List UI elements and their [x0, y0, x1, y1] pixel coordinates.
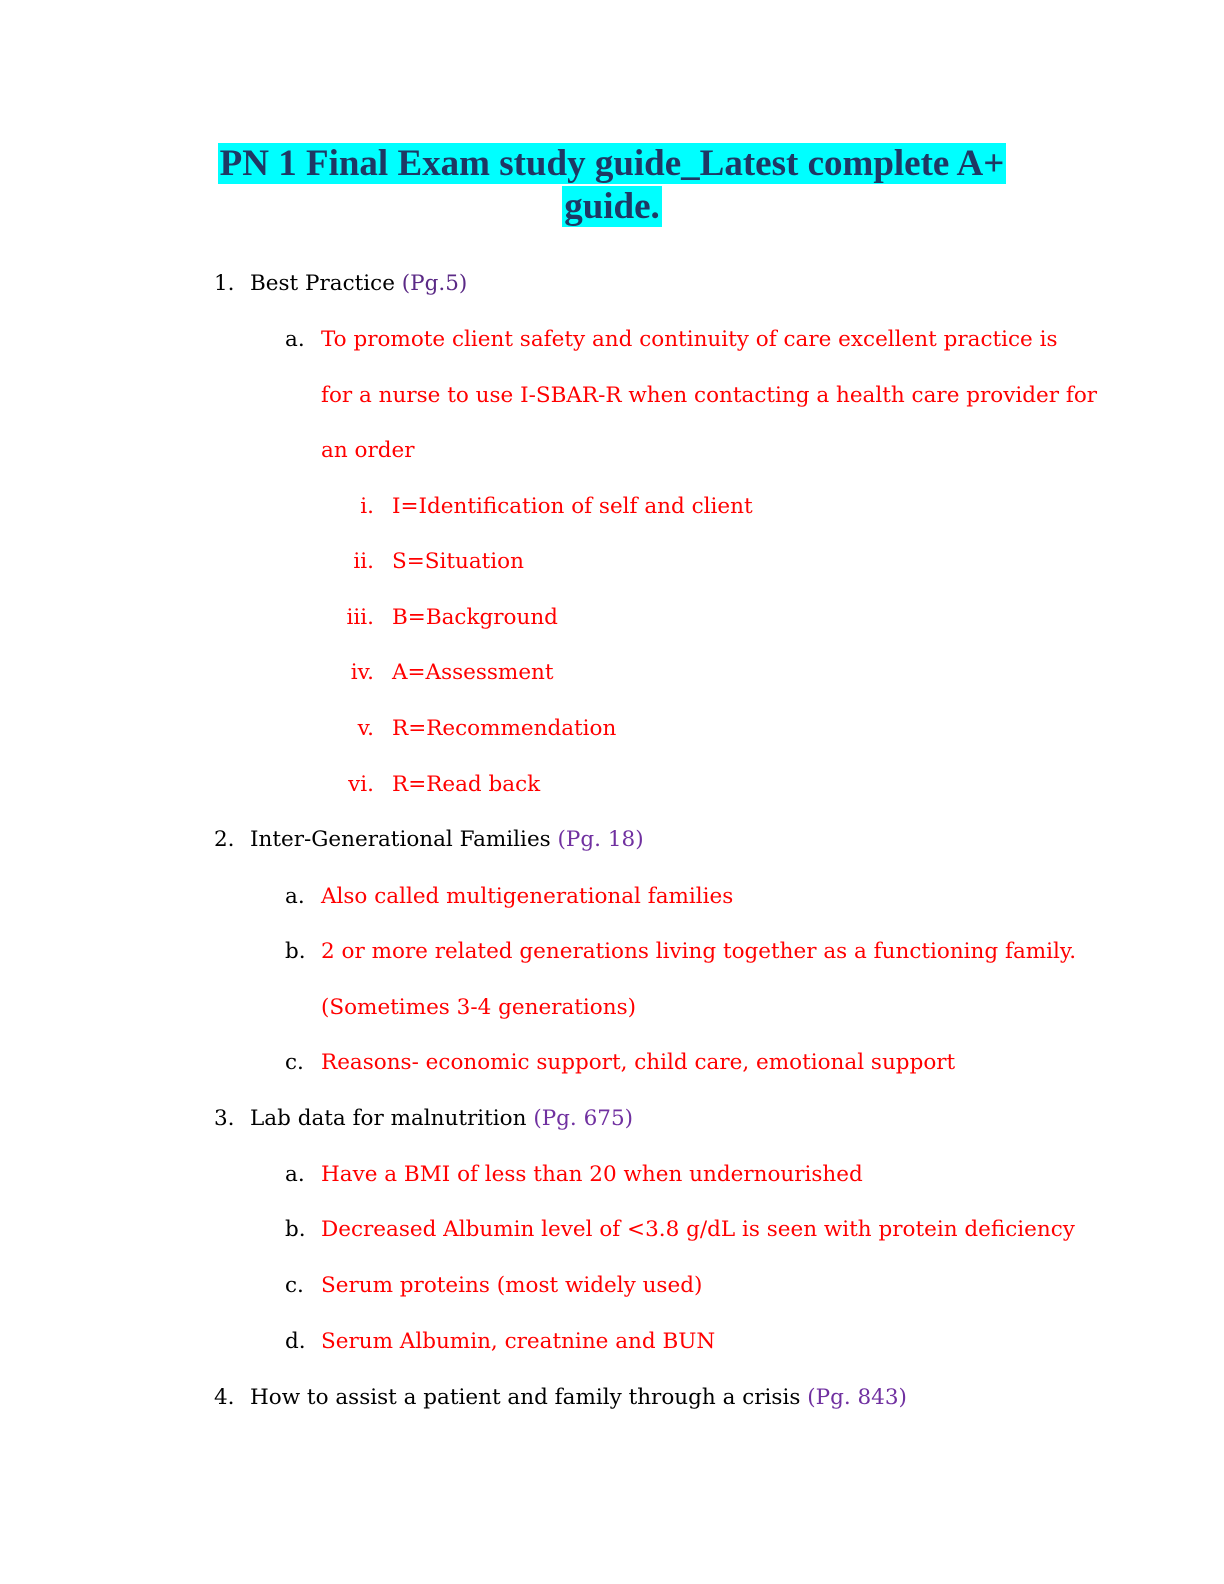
sub-item-text: Decreased Albumin level of <3.8 g/dL is …: [321, 1217, 1075, 1242]
sub-item-text: Serum Albumin, creatnine and BUN: [321, 1329, 716, 1354]
page-reference: (Pg. 18): [557, 827, 644, 852]
sub-item-text: To promote client safety and continuity …: [321, 327, 1058, 352]
sub-item-text: Serum proteins (most widely used): [321, 1273, 703, 1298]
sub-item-label: b.: [285, 939, 306, 964]
roman-numeral: v.: [357, 716, 374, 741]
list-item-4: 4. How to assist a patient and family th…: [214, 1384, 907, 1412]
roman-item-text: A=Assessment: [392, 660, 554, 685]
list-item-1: 1. Best Practice (Pg.5): [214, 270, 467, 298]
roman-numeral: iv.: [350, 660, 374, 685]
sub-item-text: an order: [321, 438, 415, 463]
sub-item-text: Reasons- economic support, child care, e…: [321, 1050, 956, 1075]
item-heading: How to assist a patient and family throu…: [250, 1385, 801, 1410]
item-number: 4.: [214, 1385, 235, 1410]
page-reference: (Pg.5): [401, 271, 468, 296]
roman-item-text: S=Situation: [392, 549, 524, 574]
sub-item-text: (Sometimes 3-4 generations): [321, 995, 637, 1020]
roman-item-text: R=Recommendation: [392, 716, 617, 741]
sub-item-text: Also called multigenerational families: [321, 884, 734, 909]
item-heading: Inter-Generational Families: [250, 827, 551, 852]
sub-item-text: Have a BMI of less than 20 when undernou…: [321, 1162, 863, 1187]
sub-item-label: d.: [285, 1329, 306, 1354]
item-number: 3.: [214, 1106, 235, 1131]
list-item-3: 3. Lab data for malnutrition (Pg. 675): [214, 1105, 633, 1133]
sub-item-text: 2 or more related generations living tog…: [321, 939, 1077, 964]
sub-item-label: a.: [285, 327, 305, 352]
roman-numeral: iii.: [346, 605, 374, 630]
roman-item-text: I=Identification of self and client: [392, 494, 753, 519]
sub-item-label: a.: [285, 884, 305, 909]
roman-item-text: R=Read back: [392, 772, 541, 797]
roman-item-text: B=Background: [392, 605, 558, 630]
item-number: 2.: [214, 827, 235, 852]
sub-item-label: a.: [285, 1162, 305, 1187]
roman-numeral: ii.: [353, 549, 374, 574]
item-number: 1.: [214, 271, 235, 296]
sub-item-label: b.: [285, 1217, 306, 1242]
document-title: PN 1 Final Exam study guide_Latest compl…: [150, 142, 1074, 228]
page-reference: (Pg. 675): [533, 1106, 634, 1131]
roman-numeral: i.: [360, 494, 374, 519]
list-item-2: 2. Inter-Generational Families (Pg. 18): [214, 826, 644, 854]
title-line-1: PN 1 Final Exam study guide_Latest compl…: [217, 143, 1007, 184]
roman-numeral: vi.: [348, 772, 374, 797]
item-heading: Lab data for malnutrition: [250, 1106, 527, 1131]
page-reference: (Pg. 843): [807, 1385, 907, 1410]
sub-item-label: c.: [285, 1273, 304, 1298]
item-heading: Best Practice: [250, 271, 395, 296]
title-line-2: guide.: [562, 186, 662, 227]
sub-item-label: c.: [285, 1050, 304, 1075]
sub-item-text: for a nurse to use I-SBAR-R when contact…: [321, 383, 1098, 408]
